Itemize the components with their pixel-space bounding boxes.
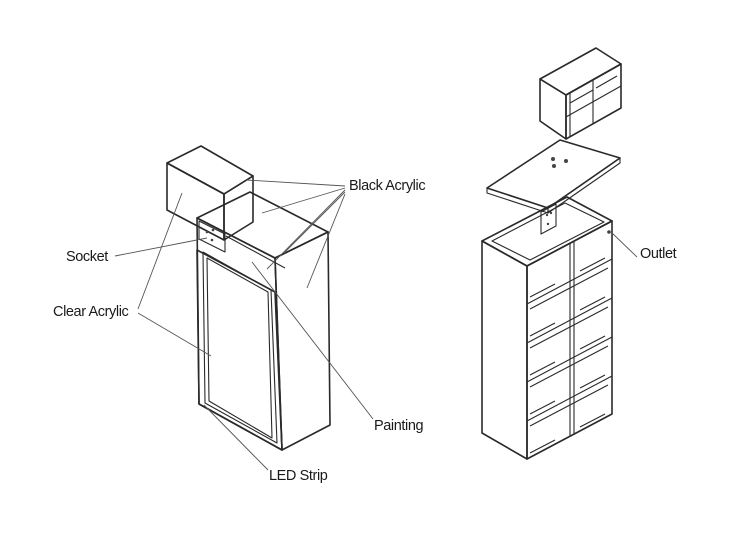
display-cabinet (166, 145, 331, 451)
top-box (166, 145, 254, 241)
cabinet-body (196, 191, 331, 451)
label-outlet: Outlet (640, 246, 677, 262)
socket-plate (198, 220, 226, 253)
shelving-unit (481, 47, 622, 460)
label-socket: Socket (66, 249, 108, 265)
lid-panel (486, 139, 621, 214)
labels: Black Acrylic Socket Clear Acrylic Paint… (53, 178, 677, 484)
label-painting: Painting (374, 418, 424, 434)
clear-acrylic-panel (196, 249, 283, 451)
label-clear-acrylic: Clear Acrylic (53, 304, 129, 320)
shelf-box (481, 196, 613, 460)
small-cube (539, 47, 622, 140)
label-black-acrylic: Black Acrylic (349, 178, 425, 194)
leader-lines (114, 179, 638, 471)
label-led-strip: LED Strip (269, 468, 328, 484)
